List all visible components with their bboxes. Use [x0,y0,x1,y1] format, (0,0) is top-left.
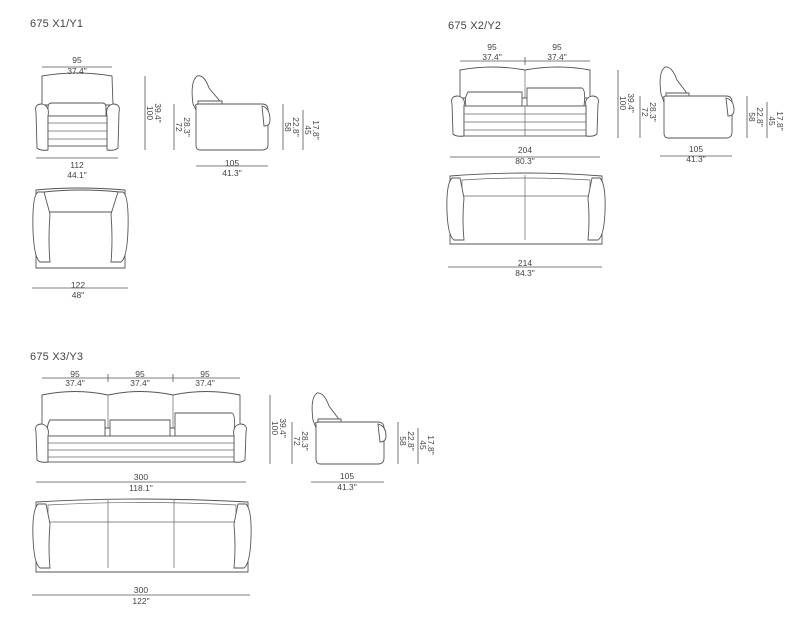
x2-seat-width-2-in: 37.4" [547,52,567,62]
model-title-x3: 675 X3/Y3 [30,351,84,363]
x1-arm-height-cm: 72 [174,122,184,132]
x1-plan-view [32,187,129,269]
x1-front-view [35,72,120,151]
x2-seat-high-in: 22.8" [755,107,765,127]
x2-seat-low-cm: 45 [767,116,777,126]
x3-seat-width-3-in: 37.4" [195,378,215,388]
x3-plan-width-cm: 300 [134,585,148,595]
model-title-x2: 675 X2/Y2 [448,20,502,32]
x1-depth-cm: 105 [225,158,239,168]
x2-front-view [451,66,599,137]
x2-overall-width-in: 80.3" [515,156,535,166]
x3-overall-width-cm: 300 [134,472,148,482]
x3-dimensions [32,374,419,596]
x1-seat-high-in: 22.8" [291,117,301,137]
x3-seat-width-1-cm: 95 [70,369,80,379]
x2-dimensions [448,57,768,268]
x3-dimension-labels: 95 37.4" 95 37.4" 95 37.4" 300 118.1" 10… [65,369,436,606]
x2-arm-height-cm: 72 [640,107,650,117]
x2-seat-high-cm: 58 [747,112,757,122]
x1-plan-width-cm: 122 [71,280,85,290]
x2-seat-width-2-cm: 95 [552,42,562,52]
x2-depth-cm: 105 [689,144,703,154]
x3-arm-height-cm: 72 [292,436,302,446]
x2-side-view [659,66,735,139]
x1-seat-low-in: 17.8" [311,120,321,140]
x2-arm-height-in: 28.3" [648,102,658,122]
x3-seat-low-in: 17.8" [426,435,436,455]
x1-depth-in: 41.3" [222,168,242,178]
x1-seat-low-cm: 45 [303,125,313,135]
x2-seat-width-1-cm: 95 [487,42,497,52]
x3-front-view [35,391,247,463]
x1-dimension-labels: 95 37.4" 112 44.1" 105 41.3" 122 48" 100… [67,55,321,300]
x2-plan-view [446,172,606,245]
x1-overall-width-in: 44.1" [67,170,87,180]
x2-overall-width-cm: 204 [518,145,532,155]
x1-plan-width-in: 48" [72,290,84,300]
x3-depth-in: 41.3" [337,482,357,492]
x3-depth-cm: 105 [340,471,354,481]
x1-overall-width-cm: 112 [70,160,84,170]
x1-front-height-cm: 100 [145,106,155,120]
x3-seat-high-in: 22.8" [406,431,416,451]
x3-arm-height-in: 28.3" [300,431,310,451]
x1-seat-high-cm: 58 [283,122,293,132]
x2-front-height-cm: 100 [618,96,628,110]
x3-seat-width-1-in: 37.4" [65,378,85,388]
x3-front-height-in: 39.4" [278,418,288,438]
x3-plan-width-in: 122" [132,596,149,606]
x2-seat-low-in: 17.8" [775,111,785,131]
x3-front-height-cm: 100 [270,421,280,435]
x1-dimensions [32,66,304,289]
x3-seat-width-2-cm: 95 [135,369,145,379]
x1-side-view [191,75,271,151]
x2-dimension-labels: 95 37.4" 95 37.4" 204 80.3" 105 41.3" 21… [482,42,785,278]
x3-seat-high-cm: 58 [398,436,408,446]
x3-seat-low-cm: 45 [418,440,428,450]
x2-depth-in: 41.3" [686,154,706,164]
x2-plan-width-cm: 214 [518,258,532,268]
x2-front-height-in: 39.4" [626,93,636,113]
x2-plan-width-in: 84.3" [515,268,535,278]
x2-seat-width-1-in: 37.4" [482,52,502,62]
model-title-x1: 675 X1/Y1 [30,18,84,30]
x1-arm-height-in: 28.3" [182,117,192,137]
x3-side-view [311,392,387,465]
x1-seat-width-cm: 95 [72,55,82,65]
x1-front-height-in: 39.4" [153,103,163,123]
x1-seat-width-in: 37.4" [67,66,87,76]
x3-overall-width-in: 118.1" [129,483,153,493]
x3-plan-view [32,498,252,573]
x3-seat-width-2-in: 37.4" [130,378,150,388]
x3-seat-width-3-cm: 95 [200,369,210,379]
